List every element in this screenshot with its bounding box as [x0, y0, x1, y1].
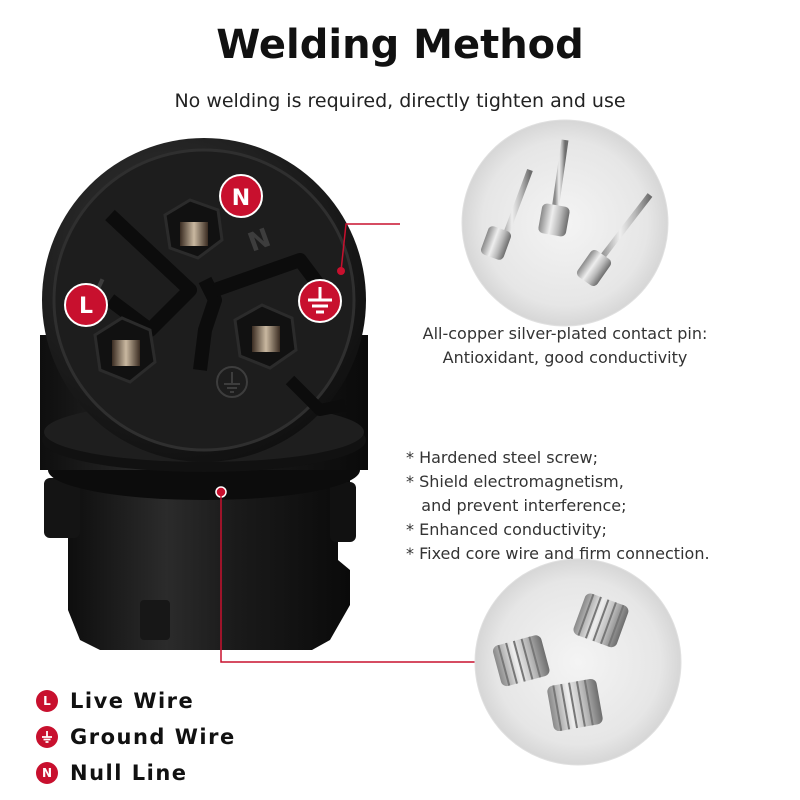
legend-live-wire: L Live Wire [36, 683, 236, 719]
pin-caption-line1: All-copper silver-plated contact pin: [422, 324, 708, 343]
callout-lines [215, 223, 480, 663]
feature-item: * Hardened steel screw; [406, 448, 598, 467]
connector-face: N L [42, 138, 366, 462]
live-wire-badge: L [36, 690, 58, 712]
legend-label: Live Wire [70, 689, 195, 713]
legend-label: Ground Wire [70, 725, 236, 749]
pin-caption: All-copper silver-plated contact pin: An… [360, 322, 770, 370]
page-subtitle: No welding is required, directly tighten… [174, 90, 626, 112]
feature-list: * Hardened steel screw; * Shield electro… [406, 446, 710, 566]
screws-image [474, 558, 682, 766]
null-line-badge: N [36, 762, 58, 784]
badge-l: L [64, 283, 108, 327]
badge-ground-icon [298, 279, 342, 323]
feature-item: and prevent interference; [406, 496, 627, 515]
badge-n: N [219, 174, 263, 218]
feature-item: * Fixed core wire and firm connection. [406, 544, 710, 563]
svg-text:N: N [232, 186, 250, 211]
wire-legend: L Live Wire Ground Wire N Null Line [36, 683, 236, 791]
ground-icon [36, 726, 58, 748]
legend-ground-wire: Ground Wire [36, 719, 236, 755]
page-title: Welding Method [216, 22, 584, 68]
svg-text:L: L [79, 294, 93, 319]
pin-caption-line2: Antioxidant, good conductivity [442, 348, 688, 367]
legend-null-line: N Null Line [36, 755, 236, 791]
contact-pins-image [461, 119, 669, 327]
feature-item: * Shield electromagnetism, [406, 472, 624, 491]
feature-item: * Enhanced conductivity; [406, 520, 607, 539]
legend-label: Null Line [70, 761, 188, 785]
